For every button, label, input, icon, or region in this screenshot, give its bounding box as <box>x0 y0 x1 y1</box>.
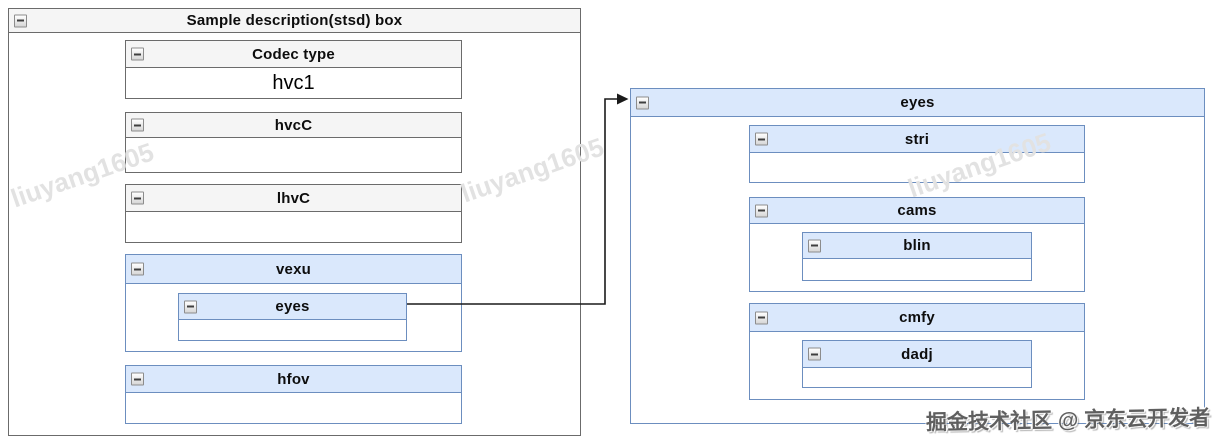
codec-value: hvc1 <box>126 68 461 98</box>
collapse-icon[interactable] <box>131 118 144 132</box>
collapse-icon[interactable] <box>131 191 144 205</box>
box-title: eyes <box>900 94 935 111</box>
box-codec-type: Codec type hvc1 <box>125 40 462 99</box>
box-title: cams <box>897 202 937 219</box>
collapse-icon[interactable] <box>636 96 649 109</box>
collapse-icon[interactable] <box>808 239 821 252</box>
collapse-icon[interactable] <box>755 132 768 146</box>
box-title: stri <box>904 130 930 148</box>
box-eyes-left: eyes <box>178 293 407 341</box>
box-title: cmfy <box>899 309 935 326</box>
box-title: vexu <box>276 260 311 278</box>
box-body <box>126 212 461 242</box>
box-title: hvcC <box>274 116 313 134</box>
box-title: lhvC <box>276 189 311 207</box>
box-title: Sample description(stsd) box <box>186 12 403 29</box>
box-stri: stri <box>749 125 1085 183</box>
box-title: hfov <box>277 370 310 388</box>
box-body <box>126 138 461 172</box>
box-title: eyes <box>275 298 310 315</box>
box-body <box>126 393 461 423</box>
box-hfov: hfov <box>125 365 462 424</box>
collapse-icon[interactable] <box>755 311 768 324</box>
box-title: dadj <box>901 345 933 363</box>
box-body <box>179 320 406 340</box>
collapse-icon[interactable] <box>131 47 144 61</box>
collapse-icon[interactable] <box>755 204 768 217</box>
box-title: blin <box>903 237 931 254</box>
collapse-icon[interactable] <box>808 347 821 361</box>
box-body <box>803 368 1031 387</box>
collapse-icon[interactable] <box>14 14 27 27</box>
box-hvcC: hvcC <box>125 112 462 173</box>
credit-watermark: 掘金技术社区 @ 京东云开发者 <box>925 406 1211 435</box>
box-body <box>750 153 1084 182</box>
box-title: Codec type <box>252 45 335 63</box>
collapse-icon[interactable] <box>184 300 197 313</box>
box-lhvC: lhvC <box>125 184 462 243</box>
box-blin: blin <box>802 232 1032 281</box>
collapse-icon[interactable] <box>131 262 144 276</box>
box-dadj: dadj <box>802 340 1032 388</box>
collapse-icon[interactable] <box>131 372 144 386</box>
box-body <box>803 259 1031 280</box>
